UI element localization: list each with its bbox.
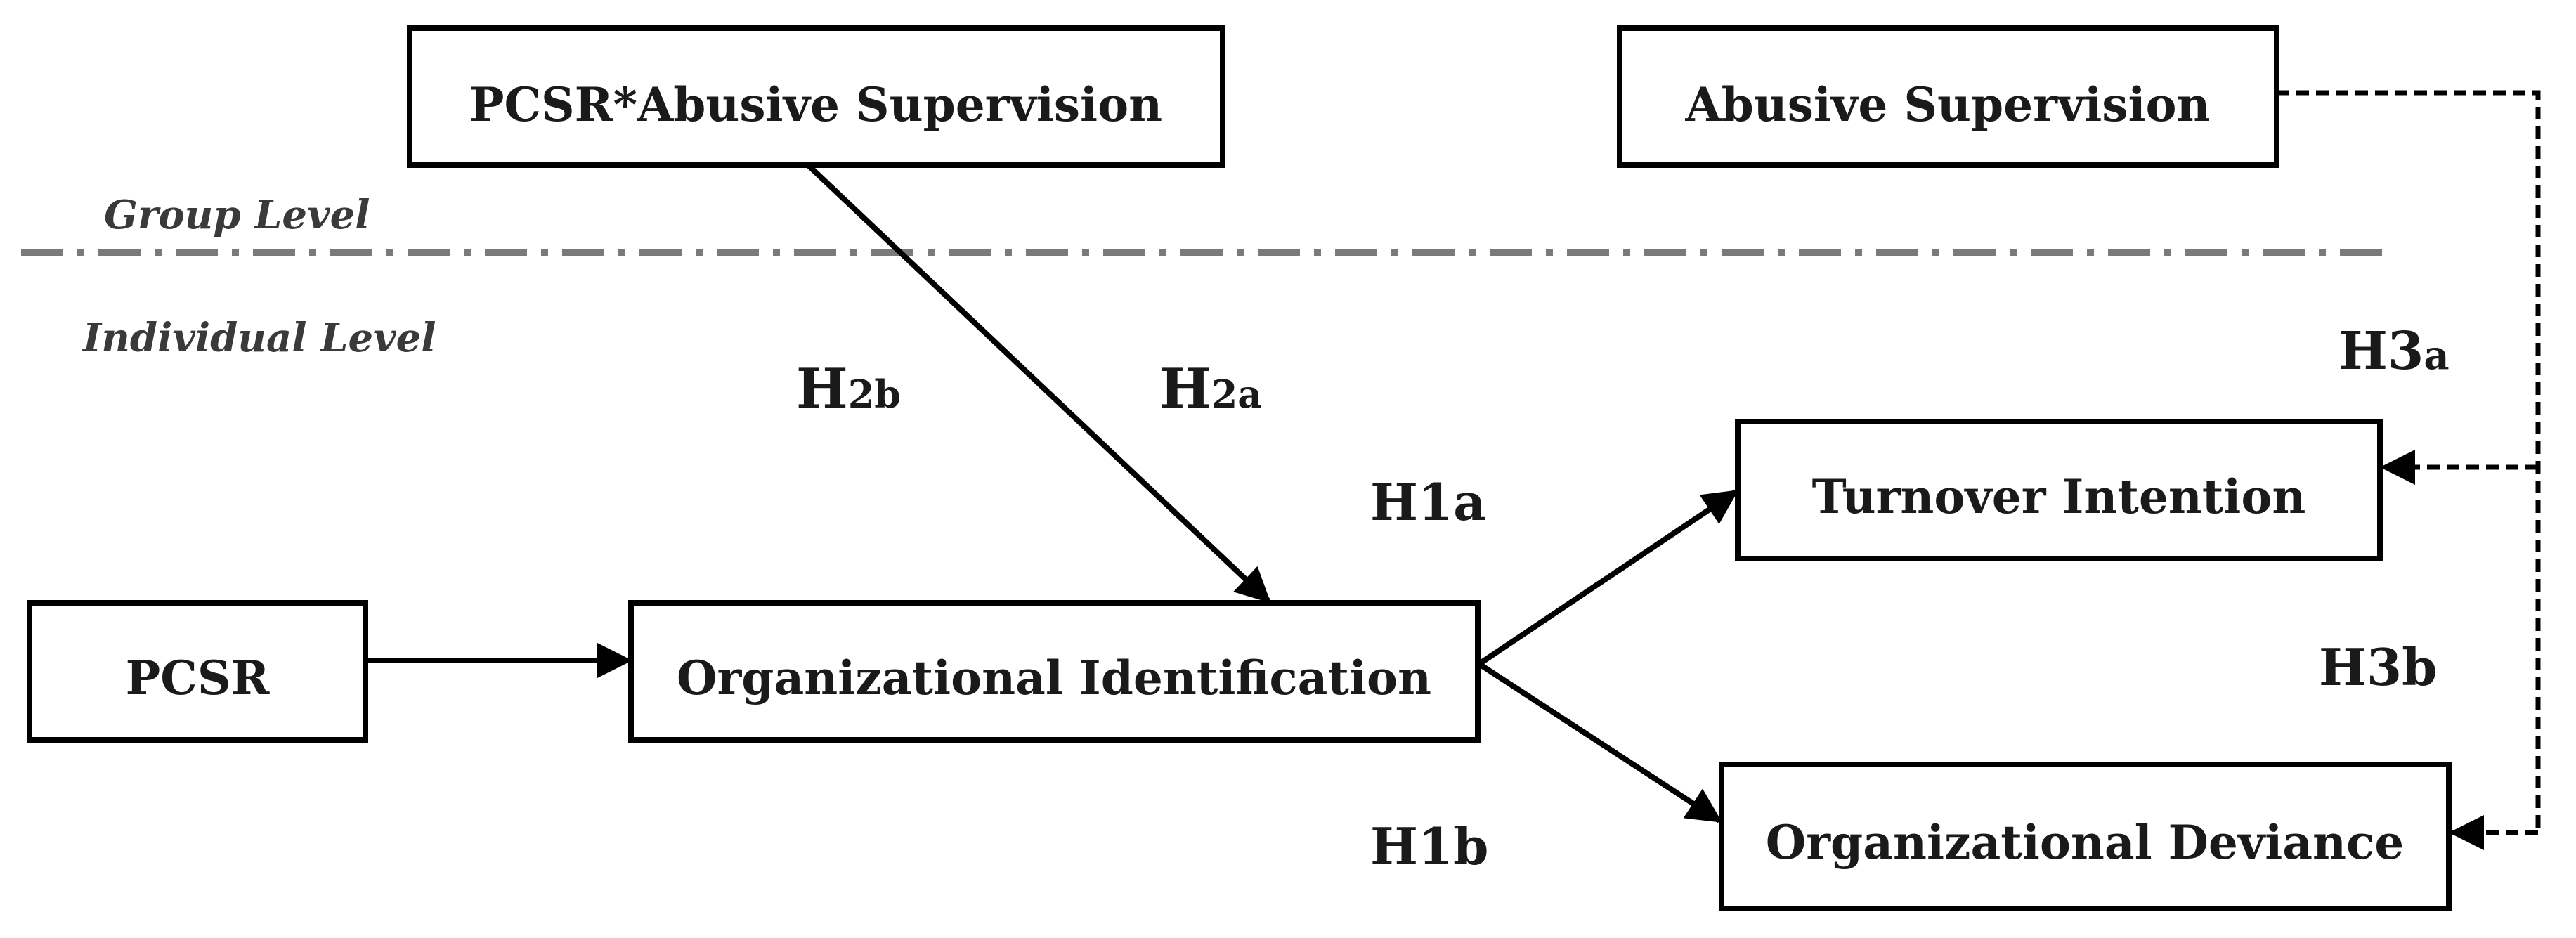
organizational-identification-box: Organizational Identification xyxy=(628,600,1481,743)
organizational-deviance-label: Organizational Deviance xyxy=(1766,815,2404,870)
organizational-identification-label: Organizational Identification xyxy=(677,651,1431,705)
h1b-label: H1b xyxy=(1370,816,1488,876)
organizational-deviance-box: Organizational Deviance xyxy=(1719,762,2452,911)
interaction-box-label: PCSR*Abusive Supervision xyxy=(469,77,1162,132)
individual-level-label: Individual Level xyxy=(82,315,436,361)
abusive-supervision-label: Abusive Supervision xyxy=(1684,77,2210,132)
pcsr-label: PCSR xyxy=(126,651,271,705)
h3a-label: H3a xyxy=(2338,321,2450,382)
turnover-intention-box: Turnover Intention xyxy=(1735,419,2383,561)
h2b-label: H2b xyxy=(796,357,901,421)
turnover-intention-label: Turnover Intention xyxy=(1812,469,2306,524)
interaction-box: PCSR*Abusive Supervision xyxy=(407,25,1225,168)
arrow-interaction-to-org-id xyxy=(806,163,1271,604)
h1a-label: H1a xyxy=(1370,472,1486,532)
h2a-label: H2a xyxy=(1159,357,1262,421)
arrow-org-id-to-turnover xyxy=(1477,489,1739,667)
h3b-label: H3b xyxy=(2319,637,2437,697)
abusive-supervision-moderator-paths xyxy=(2277,90,2541,850)
abusive-supervision-box: Abusive Supervision xyxy=(1617,25,2279,168)
arrow-org-id-to-deviance xyxy=(1477,661,1723,823)
group-level-label: Group Level xyxy=(104,192,370,238)
pcsr-box: PCSR xyxy=(27,600,368,743)
